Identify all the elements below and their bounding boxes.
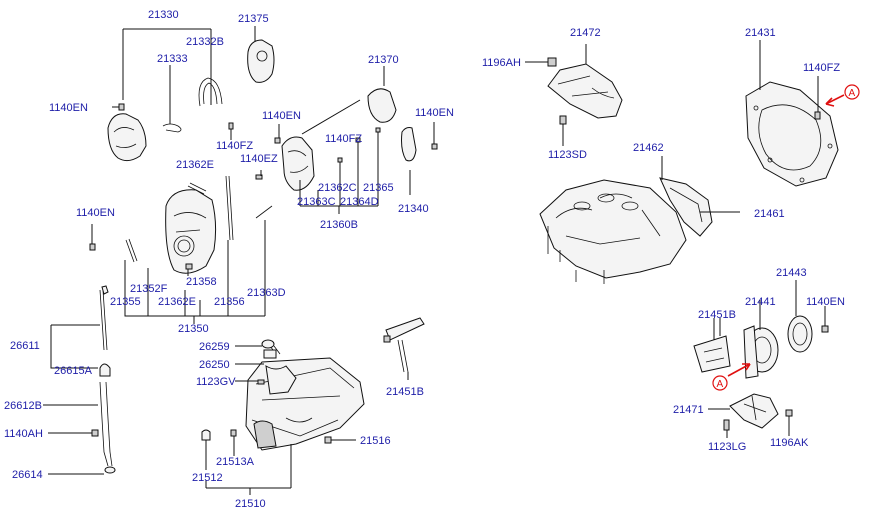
label-21356: 21356 [214, 296, 245, 308]
label-1140en-a: 1140EN [49, 102, 88, 114]
label-1140ez: 1140EZ [240, 153, 278, 165]
label-1140en-e: 1140EN [806, 296, 845, 308]
label-21352f: 21352F [130, 283, 168, 295]
label-1140en-d: 1140EN [76, 207, 115, 219]
cover-seal [198, 77, 223, 107]
rear-oil-seal-case [659, 177, 713, 237]
engine-block [539, 156, 740, 284]
label-21370: 21370 [368, 54, 399, 66]
part-number-labels: 21330 21375 21332B 21333 1140EN 1140EN 1… [4, 9, 845, 510]
label-21472: 21472 [570, 27, 601, 39]
dipstick-upper [99, 289, 108, 351]
callout-a-circle-bottom [712, 375, 728, 391]
label-21441: 21441 [745, 296, 776, 308]
seal-bracket [693, 335, 731, 373]
label-21350: 21350 [178, 323, 209, 335]
label-21516: 21516 [360, 435, 391, 447]
timing-cover-group [89, 26, 438, 324]
label-1140ah: 1140AH [4, 428, 43, 440]
callout-a-circle-top [844, 84, 860, 100]
label-1123lg: 1123LG [708, 441, 746, 453]
label-21462: 21462 [633, 142, 664, 154]
label-26250: 26250 [199, 359, 230, 371]
label-1140en-b: 1140EN [262, 110, 301, 122]
upper-timing-cover [107, 113, 147, 162]
label-21375: 21375 [238, 13, 269, 25]
label-21358: 21358 [186, 276, 217, 288]
label-1196ak: 1196AK [770, 437, 809, 449]
oil-pan-group [201, 339, 365, 495]
label-26612b: 26612B [4, 400, 42, 412]
oil-tube-left [383, 317, 425, 380]
label-21362e-b: 21362E [158, 296, 196, 308]
label-21340: 21340 [398, 203, 429, 215]
label-21355: 21355 [110, 296, 141, 308]
dipstick-handle [99, 363, 111, 377]
dipstick-group [43, 285, 116, 475]
callout-a-label-bottom: A [717, 379, 724, 390]
label-1140fz-a: 1140FZ [216, 140, 253, 152]
label-21510: 21510 [235, 498, 266, 510]
label-21513a: 21513A [216, 456, 255, 468]
label-21362c: 21362C [318, 182, 357, 194]
label-21330: 21330 [148, 9, 179, 21]
dipstick-tube [99, 381, 113, 467]
label-26259: 26259 [199, 341, 230, 353]
label-1123gv: 1123GV [196, 376, 236, 388]
rear-plate-group: A [745, 40, 860, 187]
label-1140fz-b: 1140FZ [325, 133, 362, 145]
label-26611: 26611 [10, 340, 40, 352]
oil-strainer [265, 365, 297, 395]
oil-seal-gasket [401, 127, 417, 162]
label-21431: 21431 [745, 27, 776, 39]
callout-a-label-top: A [849, 88, 856, 99]
label-1140fz-c: 1140FZ [803, 62, 840, 74]
label-1196ah: 1196AH [482, 57, 521, 69]
cylinder-block [539, 179, 687, 279]
rear-mount-bracket [729, 393, 779, 429]
label-21363c: 21363C [297, 196, 336, 208]
label-21471: 21471 [673, 404, 704, 416]
timing-cover-right [367, 88, 397, 123]
rear-seal-group: A [693, 280, 829, 438]
label-21512: 21512 [192, 472, 223, 484]
label-1140en-c: 1140EN [415, 107, 454, 119]
timing-rear-plate [281, 136, 315, 191]
label-21364d: 21364D [340, 196, 379, 208]
rear-oil-seal [787, 315, 813, 353]
label-26614: 26614 [12, 469, 43, 481]
label-21451b-b: 21451B [698, 309, 736, 321]
engine-mount-bracket-group [525, 44, 623, 146]
label-21360b: 21360B [320, 219, 358, 231]
label-1123sd: 1123SD [548, 149, 587, 161]
label-21332b: 21332B [186, 36, 224, 48]
label-26615a: 26615A [54, 365, 93, 377]
rear-plate [745, 81, 839, 187]
label-21333: 21333 [157, 53, 188, 65]
label-21461: 21461 [754, 208, 785, 220]
label-21451b-a: 21451B [386, 386, 424, 398]
label-21363d: 21363D [247, 287, 286, 299]
label-21362e: 21362E [176, 159, 214, 171]
label-21443: 21443 [776, 267, 807, 279]
gasket-clip [162, 123, 182, 133]
label-21365: 21365 [363, 182, 394, 194]
lower-timing-cover [165, 189, 217, 274]
mount-bracket [547, 63, 623, 119]
